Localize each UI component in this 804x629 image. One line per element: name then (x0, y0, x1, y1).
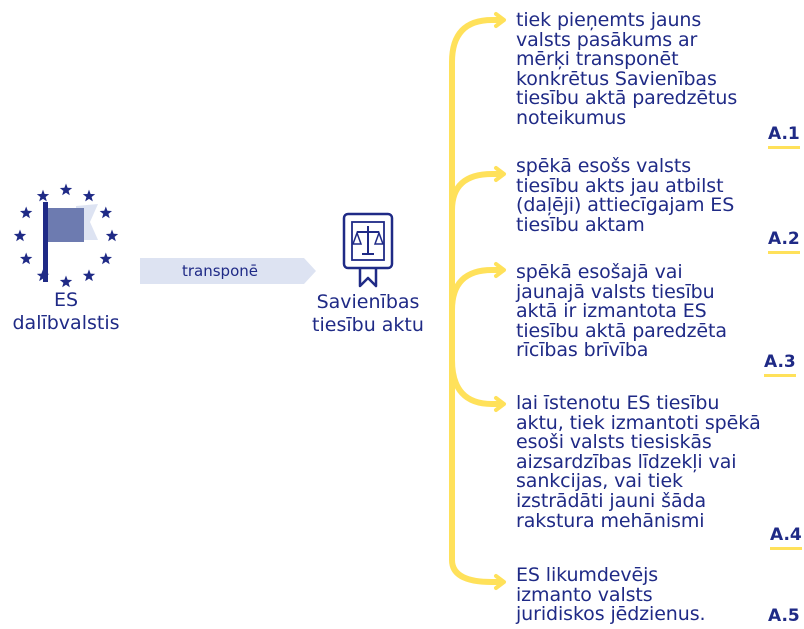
item-line: sankcijas, vai tiek (516, 470, 683, 493)
eu-act-scales-icon (342, 212, 394, 288)
item-line: aizsardzības līdzekļi vai (516, 450, 737, 473)
item-line: tiek pieņemts jauns (516, 9, 702, 31)
item-line: rīcības brīvība (516, 339, 649, 362)
star-icon (82, 189, 96, 202)
item-line: juridiskos jēdzienus. (516, 603, 706, 626)
member-state-label: ES dalībvalstis (10, 289, 122, 335)
transpose-label: transponē (182, 262, 258, 280)
code-a5: A.5 (768, 606, 800, 626)
star-icon (19, 206, 33, 219)
item-line: tiesību aktā paredzētus (516, 87, 738, 110)
code-a1: A.1 (768, 124, 800, 149)
item-line: jaunajā valsts tiesību (516, 280, 715, 303)
code-a4: A.4 (770, 525, 802, 550)
item-line: noteikumus (516, 106, 626, 129)
star-icon (82, 269, 96, 282)
branch-item-a4: lai īstenotu ES tiesību aktu, tiek izman… (516, 392, 766, 532)
code-a2: A.2 (768, 229, 800, 254)
item-line: tiesību aktam (516, 213, 645, 236)
item-line: tiesību aktā paredzēta (516, 319, 727, 342)
item-line: tiesību akts jau atbilst (516, 174, 724, 197)
star-icon (99, 252, 113, 265)
code-a3: A.3 (764, 352, 796, 377)
star-icon (19, 252, 33, 265)
star-icon (36, 189, 50, 202)
eu-act-label: Savienības tiesību aktu (300, 291, 436, 337)
star-icon (59, 183, 73, 196)
eu-act-line1: Savienības (316, 291, 420, 313)
star-icon (59, 275, 73, 288)
branch-item-a2: spēkā esošs valsts tiesību akts jau atbi… (516, 155, 766, 236)
branch-item-a5: ES likumdevējs izmanto valsts juridiskos… (516, 564, 766, 626)
star-icon (13, 229, 27, 242)
item-line: aktā ir izmantota ES (516, 300, 707, 323)
item-line: (daļēji) attiecīgajam ES (516, 194, 735, 217)
star-icon (99, 206, 113, 219)
item-line: konkrētus Savienības (516, 67, 717, 90)
star-icon (105, 229, 119, 242)
member-state-emblem-icon (13, 183, 119, 288)
item-line: spēkā esošs valsts (516, 155, 691, 177)
item-line: esoši valsts tiesiskās (516, 431, 712, 454)
item-line: spēkā esošajā vai (516, 261, 683, 283)
item-line: izstrādāti jauni šāda (516, 489, 706, 512)
transpose-arrow (140, 258, 316, 284)
branch-item-a1: tiek pieņemts jauns valsts pasākums ar m… (516, 9, 766, 129)
item-line: izmanto valsts (516, 583, 653, 606)
member-state-line1: ES (53, 289, 79, 311)
branch-item-a3: spēkā esošajā vai jaunajā valsts tiesību… (516, 261, 766, 362)
item-line: rakstura mehānismi (516, 509, 705, 532)
member-state-line2: dalībvalstis (12, 312, 120, 334)
item-line: ES likumdevējs (516, 564, 659, 586)
flagpole-icon (43, 202, 48, 282)
eu-act-line2: tiesību aktu (312, 314, 424, 336)
item-line: valsts pasākums ar (516, 28, 698, 51)
flag-icon (46, 208, 84, 242)
branch-bracket (449, 12, 506, 590)
item-line: aktu, tiek izmantoti spēkā (516, 411, 761, 434)
item-line: lai īstenotu ES tiesību (516, 392, 720, 414)
item-line: mērķi transponēt (516, 48, 679, 71)
